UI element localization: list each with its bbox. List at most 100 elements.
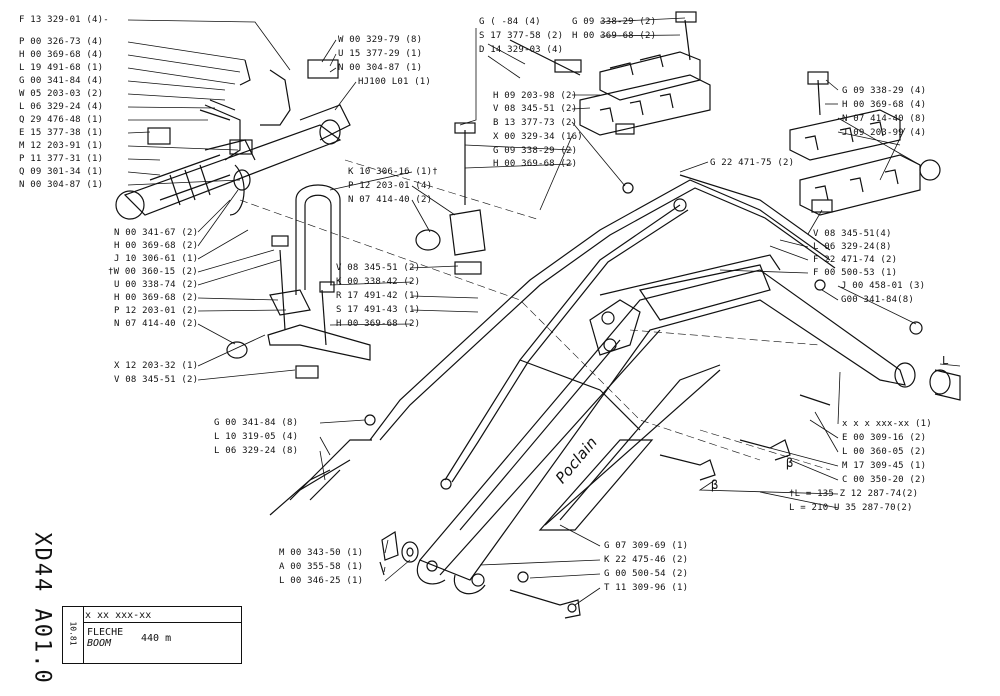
part-label: B 13 377-73 (2)	[493, 118, 578, 128]
part-label: Q 09 301-34 (1)	[19, 167, 104, 177]
part-label: L 00 360-05 (2)	[842, 447, 927, 457]
part-label: P 12 203-01 (4)	[348, 181, 433, 191]
part-label: F 00 500-53 (1)	[813, 268, 898, 278]
part-label: X 00 329-34 (16)	[493, 132, 583, 142]
title-block: x xx xxx-xx 10.81 FLECHE BOOM 440 m	[62, 606, 242, 664]
part-label: W 05 203-03 (2)	[19, 89, 104, 99]
part-label: E 00 309-16 (2)	[842, 433, 927, 443]
part-label: N 07 414-40 (2)	[114, 319, 199, 329]
title-french: FLECHE	[87, 627, 124, 638]
part-label: S 17 491-43 (1)	[336, 305, 421, 315]
clamp-assembly-left	[226, 235, 371, 379]
title-block-ref: x xx xxx-xx	[85, 610, 152, 621]
part-label: N 07 414-40 (2)	[348, 195, 433, 205]
u-bolt	[295, 184, 341, 295]
part-label: A 00 355-58 (1)	[279, 562, 364, 572]
sheet-code: XD44 A01.0	[28, 532, 58, 686]
part-label: J 09 203-99 (4)	[842, 128, 927, 138]
part-label: H 00 369-68 (2)	[114, 241, 199, 251]
brand-panel	[538, 439, 654, 531]
beta-marker: β	[786, 456, 794, 470]
part-label: V 08 345-51 (2)	[493, 104, 578, 114]
part-label: G00 341-84(8)	[841, 295, 915, 305]
part-label: H 00 369-68 (4)	[19, 50, 104, 60]
part-label: H 00 369-68 (2)	[572, 31, 657, 41]
part-label: K 22 475-46 (2)	[604, 555, 689, 565]
part-label: L 06 329-24 (4)	[19, 102, 104, 112]
part-label: J 00 458-01 (3)	[841, 281, 926, 291]
leader-lines	[127, 17, 961, 606]
part-label: L 06 329-24(8)	[813, 242, 892, 252]
part-label: F 13 329-01 (4)-	[19, 15, 109, 25]
part-label: G 07 309-69 (1)	[604, 541, 689, 551]
boom-length: 440 m	[141, 633, 172, 644]
part-label: L 10 319-05 (4)	[214, 432, 299, 442]
part-label: Q 29 476-48 (1)	[19, 115, 104, 125]
part-label: †W 00 360-15 (2)	[108, 267, 198, 277]
part-label: V 08 345-51(4)	[813, 229, 892, 239]
valve-block	[147, 59, 339, 216]
clamp-bars-right	[789, 71, 941, 216]
part-label: G ( -84 (4)	[479, 17, 541, 27]
boom-cylinder	[115, 104, 351, 220]
part-label: C 00 350-20 (2)	[842, 475, 927, 485]
part-label: M 17 309-45 (1)	[842, 461, 927, 471]
clamp-bars-top	[509, 11, 711, 136]
part-label: S 17 377-58 (2)	[479, 31, 564, 41]
part-label: P 00 326-73 (4)	[19, 37, 104, 47]
part-label: N 00 304-87 (1)	[338, 63, 423, 73]
part-label: H 00 369-68 (2)	[114, 293, 199, 303]
part-label: G 09 338-29 (2)	[493, 146, 578, 156]
title-english: BOOM	[87, 638, 112, 649]
dimension-label: L	[942, 354, 949, 367]
part-label: x x x xxx-xx (1)	[842, 419, 932, 429]
part-label: L 00 346-25 (1)	[279, 576, 364, 586]
sheet-code-text: XD44 A01.0	[29, 532, 55, 685]
part-label: V 08 345-51 (2)	[336, 263, 421, 273]
part-label: X 12 203-32 (1)	[114, 361, 199, 371]
part-label: N 00 341-67 (2)	[114, 228, 199, 238]
part-label: V 08 345-51 (2)	[114, 375, 199, 385]
clamp-assembly-center	[415, 122, 486, 275]
construction-lines	[239, 159, 831, 471]
part-label: G 00 500-54 (2)	[604, 569, 689, 579]
part-label: M 12 203-91 (1)	[19, 141, 104, 151]
part-label: M 00 343-50 (1)	[279, 548, 364, 558]
part-label: G 00 341-84 (4)	[19, 76, 104, 86]
part-label: G 22 471-75 (2)	[710, 158, 795, 168]
part-label: T 11 309-96 (1)	[604, 583, 689, 593]
part-label: P 12 203-01 (2)	[114, 306, 199, 316]
title-block-divider	[83, 622, 241, 623]
beta-marker: β	[711, 478, 719, 492]
pins-right	[509, 279, 923, 619]
hydraulic-pipes	[289, 174, 836, 501]
boom-arm	[416, 254, 961, 595]
part-label: H 00 369-68 (2)	[336, 319, 421, 329]
part-label: W 00 329-79 (8)	[338, 35, 423, 45]
part-label: HJ100 L01 (1)	[358, 77, 432, 87]
part-label: P 11 377-31 (1)	[19, 154, 104, 164]
part-label: U 15 377-29 (1)	[338, 49, 423, 59]
part-label: †L = 135 Z 12 287-74(2)	[789, 489, 919, 499]
part-label: D 14 329-03 (4)	[479, 45, 564, 55]
part-label: L = 210 U 35 287-70(2)	[789, 503, 913, 513]
part-label: K 00 338-42 (2)	[336, 277, 421, 287]
part-label: H 00 369-68 (2)	[493, 159, 578, 169]
part-label: K 10 306-16 (1)†	[348, 167, 438, 177]
part-label: J 10 306-61 (1)	[114, 254, 199, 264]
part-label: E 15 377-38 (1)	[19, 128, 104, 138]
part-label: N 00 304-87 (1)	[19, 180, 104, 190]
part-label: G 09 338-29 (2)	[572, 17, 657, 27]
title-block-divider	[83, 607, 84, 663]
part-label: H 00 369-68 (4)	[842, 100, 927, 110]
part-label: R 17 491-42 (1)	[336, 291, 421, 301]
part-label: L 06 329-24 (8)	[214, 446, 299, 456]
pipe-fittings-left	[269, 414, 376, 516]
nut-washers	[379, 531, 419, 576]
title-block-date: 10.81	[68, 621, 78, 646]
part-label: L 19 491-68 (1)	[19, 63, 104, 73]
part-label: N 07 414-40 (8)	[842, 114, 927, 124]
part-label: G 00 341-84 (8)	[214, 418, 299, 428]
